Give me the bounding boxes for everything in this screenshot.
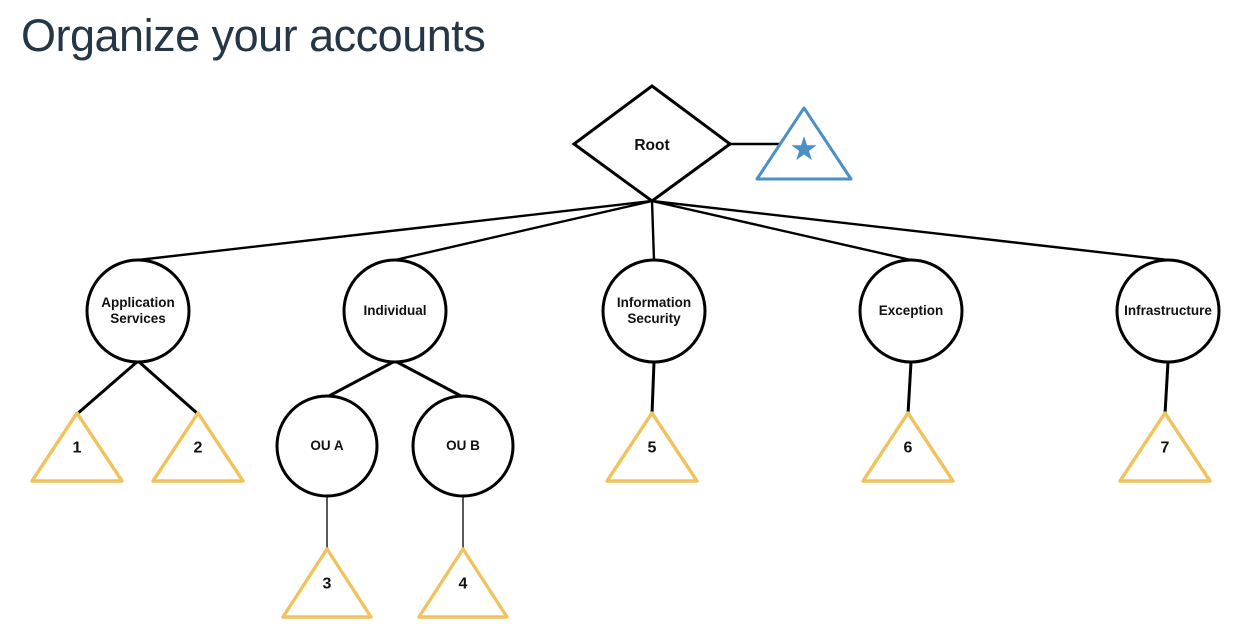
account-triangle-6 (861, 411, 955, 483)
edge-root-to-information-security (650, 200, 656, 261)
ou-label-information-security: Information Security (616, 295, 692, 326)
edge-root-to-exception (651, 199, 912, 262)
account-number-2: 2 (193, 439, 203, 457)
edge-application-services-to-account-1 (76, 359, 139, 416)
account-number-6: 6 (903, 439, 913, 457)
account-triangle-4 (417, 547, 509, 619)
ou-label-application-services: Application Services (101, 295, 175, 326)
ou-label-infrastructure: Infrastructure (1124, 303, 1212, 319)
root-diamond (571, 84, 733, 203)
account-number-5: 5 (647, 439, 657, 457)
star-icon: ★ (789, 129, 819, 169)
edge-application-services-to-account-2 (137, 359, 199, 416)
ou-circle-ou-b (411, 394, 515, 498)
ou-label-ou-b: OU B (446, 438, 480, 454)
ou-label-exception: Exception (878, 303, 944, 319)
root-label: Root (634, 136, 670, 154)
ou-circle-application-services (85, 258, 191, 364)
edge-root-to-application-services (137, 199, 653, 262)
account-number-7: 7 (1160, 439, 1170, 457)
edge-root-to-individual (394, 199, 653, 262)
ou-circle-information-security (601, 258, 707, 364)
edge-individual-to-ou-b (394, 359, 464, 399)
management-account-triangle (755, 106, 853, 181)
ou-circle-individual (342, 258, 448, 364)
edge-root-to-infrastructure (651, 199, 1169, 262)
ou-circle-ou-a (275, 394, 379, 498)
edge-infrastructure-to-account-7 (1163, 361, 1170, 415)
ou-circle-exception (858, 258, 964, 364)
account-triangle-7 (1118, 411, 1212, 483)
ou-label-ou-a: OU A (310, 438, 344, 454)
edge-individual-to-ou-a (326, 359, 396, 399)
account-triangle-2 (151, 411, 245, 483)
account-triangle-3 (281, 547, 373, 619)
account-triangle-1 (30, 411, 124, 483)
ou-circle-infrastructure (1115, 258, 1221, 364)
edge-information-security-to-account-5 (650, 361, 656, 415)
account-number-4: 4 (458, 575, 468, 593)
edge-exception-to-account-6 (906, 361, 913, 415)
page-title: Organize your accounts (21, 10, 486, 61)
account-triangle-5 (605, 411, 699, 483)
ou-label-individual: Individual (363, 303, 427, 319)
account-number-1: 1 (72, 439, 82, 457)
account-number-3: 3 (322, 575, 332, 593)
